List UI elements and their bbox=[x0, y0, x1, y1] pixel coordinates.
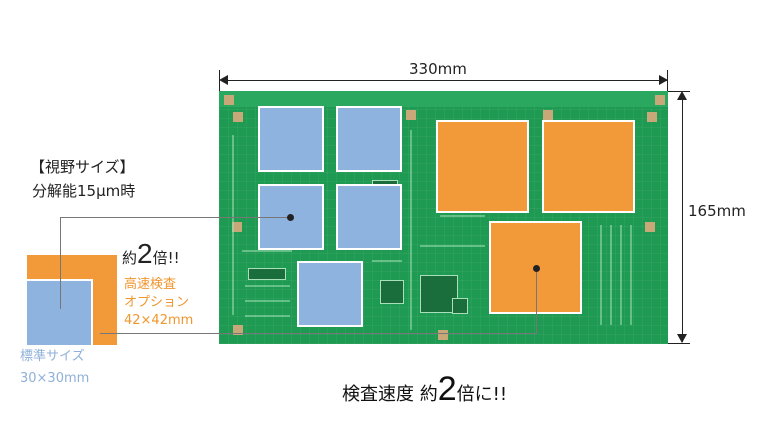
pcb-trace bbox=[630, 225, 632, 325]
pcb-pad bbox=[645, 222, 655, 232]
high-speed-field bbox=[542, 120, 635, 213]
pcb-trace bbox=[242, 250, 292, 252]
resolution-label: 分解能15μm時 bbox=[32, 182, 136, 200]
pcb-pad bbox=[438, 330, 448, 340]
high-speed-factor-number: 2 bbox=[137, 238, 153, 269]
width-tick-right bbox=[667, 70, 668, 92]
width-arrow-right bbox=[659, 75, 668, 85]
standard-field bbox=[336, 106, 402, 172]
pcb-chip bbox=[380, 280, 404, 304]
pcb-corner-pad bbox=[224, 95, 234, 105]
width-arrow-left bbox=[219, 75, 228, 85]
width-tick-left bbox=[219, 70, 220, 92]
pcb-chip bbox=[248, 268, 286, 280]
height-dimension-line bbox=[682, 93, 683, 342]
height-arrow-top bbox=[677, 91, 687, 100]
caption-factor: 2 bbox=[437, 370, 457, 408]
pcb-pad bbox=[232, 222, 242, 232]
leader-line-high-speed bbox=[536, 269, 537, 334]
pcb-chip bbox=[420, 275, 458, 313]
pcb-chip bbox=[452, 298, 468, 314]
pcb-pad bbox=[647, 112, 657, 122]
pcb-trace bbox=[410, 130, 412, 330]
standard-field-marker bbox=[287, 214, 294, 221]
height-tick-bottom bbox=[668, 343, 690, 344]
fov-title: 【視野サイズ】 bbox=[30, 158, 135, 176]
pcb-trace bbox=[245, 315, 290, 317]
pcb-top-edge bbox=[219, 91, 668, 107]
pcb-trace bbox=[440, 215, 485, 217]
pcb-trace bbox=[620, 225, 622, 325]
pcb-pad bbox=[406, 110, 416, 120]
pcb-trace bbox=[420, 245, 485, 247]
pcb-trace bbox=[600, 225, 602, 325]
leader-line-high-speed bbox=[100, 333, 536, 334]
pcb-trace bbox=[610, 225, 612, 325]
pcb-pad bbox=[543, 110, 553, 120]
standard-field bbox=[258, 106, 324, 172]
pcb-trace bbox=[245, 300, 290, 302]
pcb-pad bbox=[233, 325, 243, 335]
width-label: 330mm bbox=[409, 60, 467, 78]
standard-field bbox=[297, 261, 363, 327]
high-speed-line2: オプション bbox=[124, 295, 190, 310]
high-speed-factor: 約2倍!! bbox=[122, 238, 180, 270]
caption-prefix: 検査速度 約 bbox=[342, 384, 438, 405]
leader-line-standard bbox=[60, 217, 291, 218]
high-speed-size: 42×42mm bbox=[124, 313, 194, 328]
pcb-pad bbox=[233, 112, 243, 122]
high-speed-prefix: 約 bbox=[122, 249, 138, 267]
standard-line1: 標準サイズ bbox=[20, 349, 85, 364]
high-speed-field bbox=[436, 120, 529, 213]
pcb-trace bbox=[232, 135, 234, 315]
standard-size: 30×30mm bbox=[20, 371, 90, 386]
leader-line-standard bbox=[60, 217, 61, 309]
standard-field bbox=[336, 184, 402, 250]
height-label: 165mm bbox=[688, 202, 746, 220]
pcb-trace bbox=[245, 285, 290, 287]
caption-suffix: 倍に!! bbox=[456, 384, 508, 405]
high-speed-line1: 高速検査 bbox=[124, 277, 177, 292]
caption: 検査速度 約2倍に!! bbox=[342, 370, 507, 409]
height-arrow-bottom bbox=[677, 334, 687, 343]
pcb-corner-pad bbox=[655, 95, 665, 105]
high-speed-field-marker bbox=[533, 265, 540, 272]
pcb-trace bbox=[372, 260, 402, 262]
height-tick-top bbox=[668, 91, 690, 92]
high-speed-suffix: 倍!! bbox=[152, 249, 180, 267]
width-dimension-line bbox=[221, 80, 667, 81]
